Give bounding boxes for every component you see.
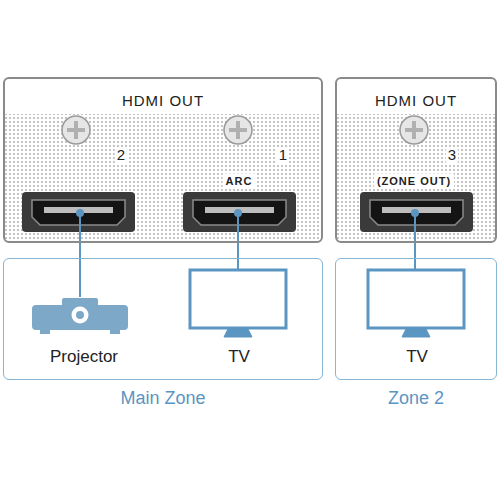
panel-heading: HDMI OUT	[375, 92, 457, 109]
zone-box: Main ZoneProjectorTV	[3, 258, 323, 380]
zone-heading: Main Zone	[4, 388, 322, 409]
zone-heading: Zone 2	[336, 388, 496, 409]
hdmi-out-panel: HDMI OUT	[335, 77, 497, 243]
hdmi-cable	[237, 243, 239, 269]
port-tag: (ZONE OUT)	[374, 174, 454, 189]
device-node: TV	[186, 269, 292, 367]
cable-stub	[77, 210, 418, 243]
tv-icon	[190, 270, 464, 337]
device-label: Projector	[50, 347, 118, 367]
device-node: TV	[364, 269, 470, 367]
port-number: 2	[115, 147, 127, 163]
panel-texture	[5, 114, 321, 240]
device-label: TV	[406, 347, 428, 367]
device-node: Projector	[24, 297, 144, 367]
port-number: 3	[446, 147, 458, 163]
zone-box: Zone 2TV	[335, 258, 497, 380]
hdmi-cable	[79, 243, 81, 297]
device-label: TV	[228, 347, 250, 367]
hdmi-port	[22, 192, 473, 232]
screw	[62, 116, 428, 144]
projector-icon	[32, 298, 128, 334]
hdmi-cable	[414, 243, 416, 269]
port-number: 1	[277, 147, 289, 163]
hdmi-out-panel: HDMI OUT	[3, 77, 323, 243]
panel-heading: HDMI OUT	[122, 92, 204, 109]
port-tag: ARC	[223, 174, 256, 189]
